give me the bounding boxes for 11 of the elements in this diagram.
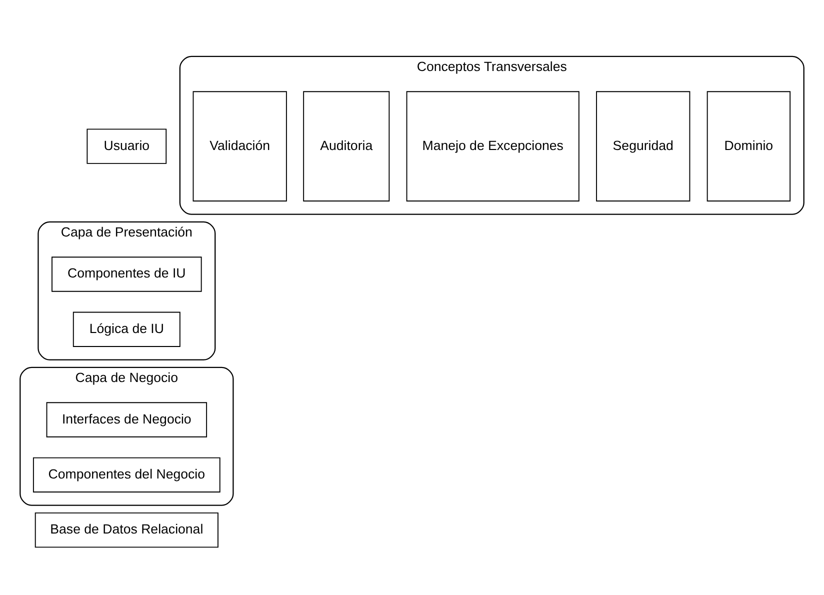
node-box: Componentes del Negocio [32, 456, 220, 492]
node-box: Componentes de IU [52, 256, 202, 292]
node-box: Interfaces de Negocio [46, 402, 208, 437]
node-box: Base de Datos Relacional [34, 512, 218, 548]
node-box: Manejo de Excepciones [406, 90, 580, 201]
node-box: Auditoria [303, 90, 390, 201]
node-box: Lógica de IU [72, 311, 180, 346]
node-box: Validación [192, 90, 287, 201]
node-box: Seguridad [596, 90, 690, 201]
node-box: Dominio [706, 90, 791, 201]
node-box: Usuario [86, 128, 167, 164]
